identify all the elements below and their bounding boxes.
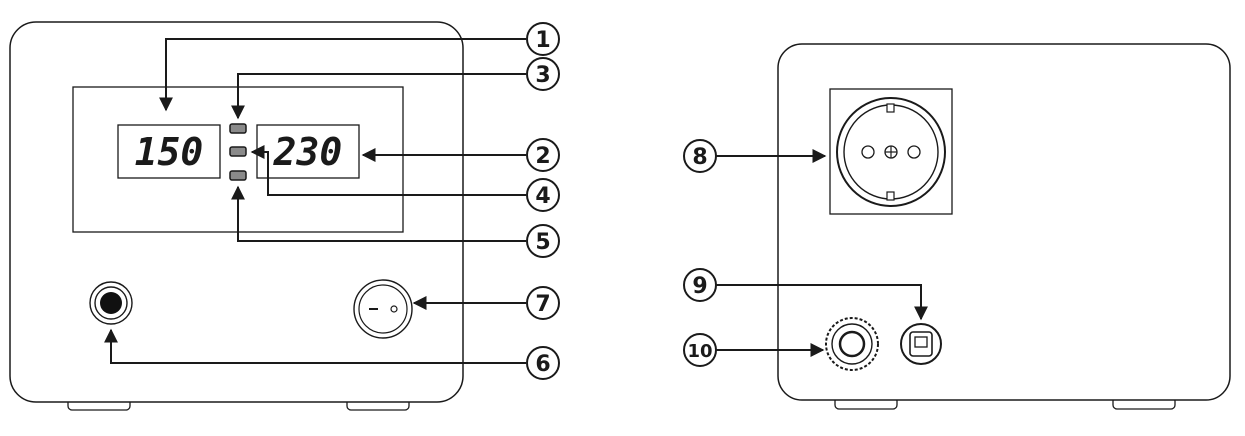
callout-9: 9 xyxy=(683,268,717,302)
callout-10-label: 10 xyxy=(687,341,712,362)
callout-5: 5 xyxy=(526,224,560,258)
reset-button xyxy=(900,323,942,365)
front-jack xyxy=(89,281,133,325)
callout-4-label: 4 xyxy=(535,184,550,209)
callout-3: 3 xyxy=(526,57,560,91)
front-view: 150 230 1 xyxy=(9,21,560,411)
leader-6 xyxy=(104,328,526,364)
callout-2: 2 xyxy=(526,138,560,172)
display-right-frame xyxy=(256,124,360,179)
power-socket xyxy=(829,88,953,215)
callout-1: 1 xyxy=(526,22,560,56)
rear-view: 8 9 10 xyxy=(683,43,1231,410)
leader-4 xyxy=(250,145,526,196)
callout-8-label: 8 xyxy=(692,145,707,170)
callout-3-label: 3 xyxy=(535,63,550,88)
callout-7: 7 xyxy=(526,286,560,320)
leader-9 xyxy=(716,284,928,321)
callout-8: 8 xyxy=(683,139,717,173)
callout-6-label: 6 xyxy=(535,352,550,377)
display-left-frame xyxy=(117,124,221,179)
led-middle xyxy=(229,146,247,157)
leader-5 xyxy=(231,185,526,242)
callout-10: 10 xyxy=(683,333,717,367)
callout-4: 4 xyxy=(526,178,560,212)
display-right-value: 230 xyxy=(273,130,343,174)
fuse-holder xyxy=(825,317,879,371)
led-top xyxy=(229,123,247,134)
leader-3 xyxy=(231,73,526,120)
leader-1 xyxy=(159,38,526,112)
display-left-value: 150 xyxy=(135,130,204,174)
callout-2-label: 2 xyxy=(535,144,550,169)
callout-5-label: 5 xyxy=(535,230,550,255)
power-switch xyxy=(353,279,413,339)
led-bottom xyxy=(229,170,247,181)
callout-9-label: 9 xyxy=(692,274,707,299)
callout-1-label: 1 xyxy=(535,28,550,53)
callout-6: 6 xyxy=(526,346,560,380)
callout-7-label: 7 xyxy=(535,292,550,317)
